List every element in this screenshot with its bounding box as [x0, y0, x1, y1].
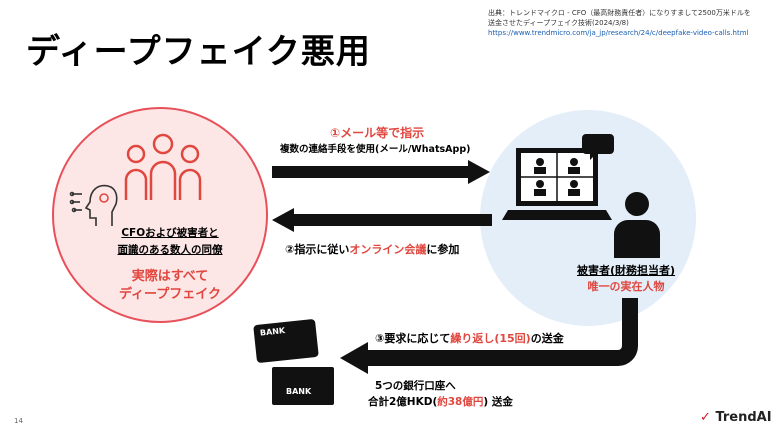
step3-prefix: ③要求に応じて: [375, 332, 451, 345]
transfer-arrow: [340, 298, 638, 374]
video-call-laptop-icon: [502, 134, 614, 220]
step2-label: ②指示に従いオンライン会議に参加: [285, 241, 459, 257]
deepfake-highlight-line-1: 実際はすべて: [131, 269, 209, 284]
victim-highlight: 唯一の実在人物: [587, 280, 665, 293]
step2-highlight: オンライン会議: [349, 243, 427, 256]
source-citation: 出典：トレンドマイクロ - CFO（最高財務責任者）になりすまして2500万米ド…: [488, 8, 751, 38]
step3-suffix: の送金: [530, 332, 564, 345]
step3-highlight: 繰り返し(15回): [450, 332, 531, 345]
bank-card-label: BANK: [259, 326, 286, 338]
colleagues-label: CFOおよび被害者と 面識のある数人の同僚: [100, 225, 240, 257]
instruction-arrow: [272, 160, 490, 184]
trend-logo: ✓ TrendAI: [700, 410, 772, 425]
bank-total-suffix: ) 送金: [483, 396, 513, 408]
bank-card-front: BANK: [270, 365, 336, 407]
ai-head-icon: [69, 184, 118, 226]
bank-total-line: 合計2億HKD(約38億円) 送金: [368, 394, 513, 409]
trend-logo-icon: ✓: [700, 410, 711, 425]
colleagues-label-line-1: CFOおよび被害者と: [121, 227, 219, 239]
colleagues-label-line-2: 面識のある数人の同僚: [117, 244, 223, 256]
bank-accounts-line: 5つの銀行口座へ: [375, 380, 456, 392]
victim-label: 被害者(財務担当者): [576, 264, 676, 277]
deepfake-highlight-line-2: ディープフェイク: [118, 287, 222, 302]
deepfake-group-circle: [52, 107, 268, 323]
people-group-icon: [124, 133, 202, 200]
deepfake-highlight: 実際はすべて ディープフェイク: [100, 268, 240, 304]
page-title: ディープフェイク悪用: [26, 32, 371, 72]
source-line-1: 出典：トレンドマイクロ - CFO（最高財務責任者）になりすまして2500万米ド…: [488, 9, 751, 17]
step1-subtitle: 複数の連絡手段を使用(メール/WhatsApp): [280, 144, 471, 155]
page-number: 14: [14, 417, 23, 425]
bank-total-highlight: 約38億円: [437, 396, 484, 408]
step3-label: ③要求に応じて繰り返し(15回)の送金: [375, 330, 564, 346]
step2-prefix: ②指示に従い: [285, 243, 350, 256]
source-line-2: 送金させたディープフェイク技術(2024/3/8): [488, 19, 629, 27]
trend-logo-text: TrendAI: [715, 410, 772, 425]
step2-suffix: に参加: [426, 243, 460, 256]
meeting-arrow: [272, 208, 492, 232]
victim-person-icon: [614, 192, 660, 258]
bank-card-label: BANK: [286, 387, 312, 396]
bank-total-prefix: 合計2億HKD(: [368, 396, 438, 408]
step1-title: ①メール等で指示: [330, 126, 425, 140]
source-link[interactable]: https://www.trendmicro.com/ja_jp/researc…: [488, 29, 749, 37]
bank-card-back: BANK: [253, 318, 319, 364]
